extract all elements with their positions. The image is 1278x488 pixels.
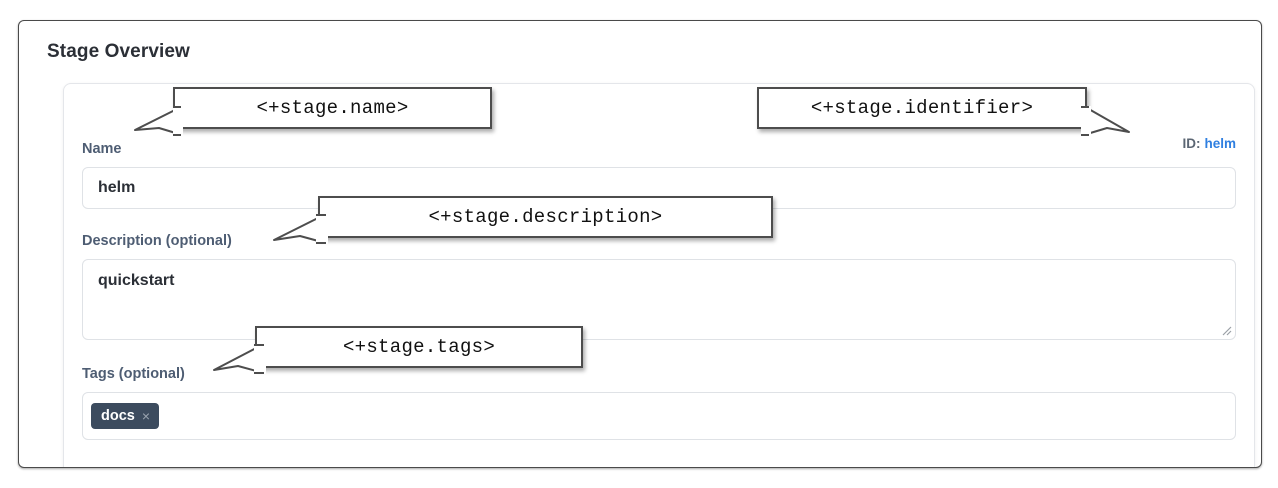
field-tags: Tags (optional) docs × xyxy=(82,365,1236,440)
annotation-callout-stage-description: <+stage.description> xyxy=(318,196,773,238)
annotation-text: <+stage.tags> xyxy=(342,336,496,358)
stage-overview-card: ID:helm Name helm Description (optional)… xyxy=(63,83,1255,467)
description-field-label: Description (optional) xyxy=(82,233,232,249)
tags-field-label: Tags (optional) xyxy=(82,366,185,382)
name-field-label: Name xyxy=(82,141,122,157)
field-description: Description (optional) quickstart xyxy=(82,232,1236,340)
stage-id-link[interactable]: helm xyxy=(1204,136,1236,151)
stage-id-row: ID:helm xyxy=(1182,136,1236,151)
resize-handle-icon[interactable] xyxy=(1220,324,1232,336)
annotation-callout-stage-tags: <+stage.tags> xyxy=(255,326,583,368)
annotation-text: <+stage.name> xyxy=(256,97,409,119)
annotation-text: <+stage.description> xyxy=(428,206,663,228)
name-input-value: helm xyxy=(98,179,136,196)
annotation-callout-stage-identifier: <+stage.identifier> xyxy=(757,87,1087,129)
tag-chip-docs[interactable]: docs × xyxy=(91,403,160,429)
description-textarea-value: quickstart xyxy=(98,272,175,289)
annotation-text: <+stage.identifier> xyxy=(810,97,1034,119)
stage-id-label: ID: xyxy=(1182,136,1201,151)
tag-chip-label: docs xyxy=(101,408,135,424)
tag-remove-icon[interactable]: × xyxy=(141,408,151,424)
annotation-callout-stage-name: <+stage.name> xyxy=(173,87,492,129)
page-title: Stage Overview xyxy=(47,41,190,62)
tags-input[interactable]: docs × xyxy=(82,392,1236,440)
